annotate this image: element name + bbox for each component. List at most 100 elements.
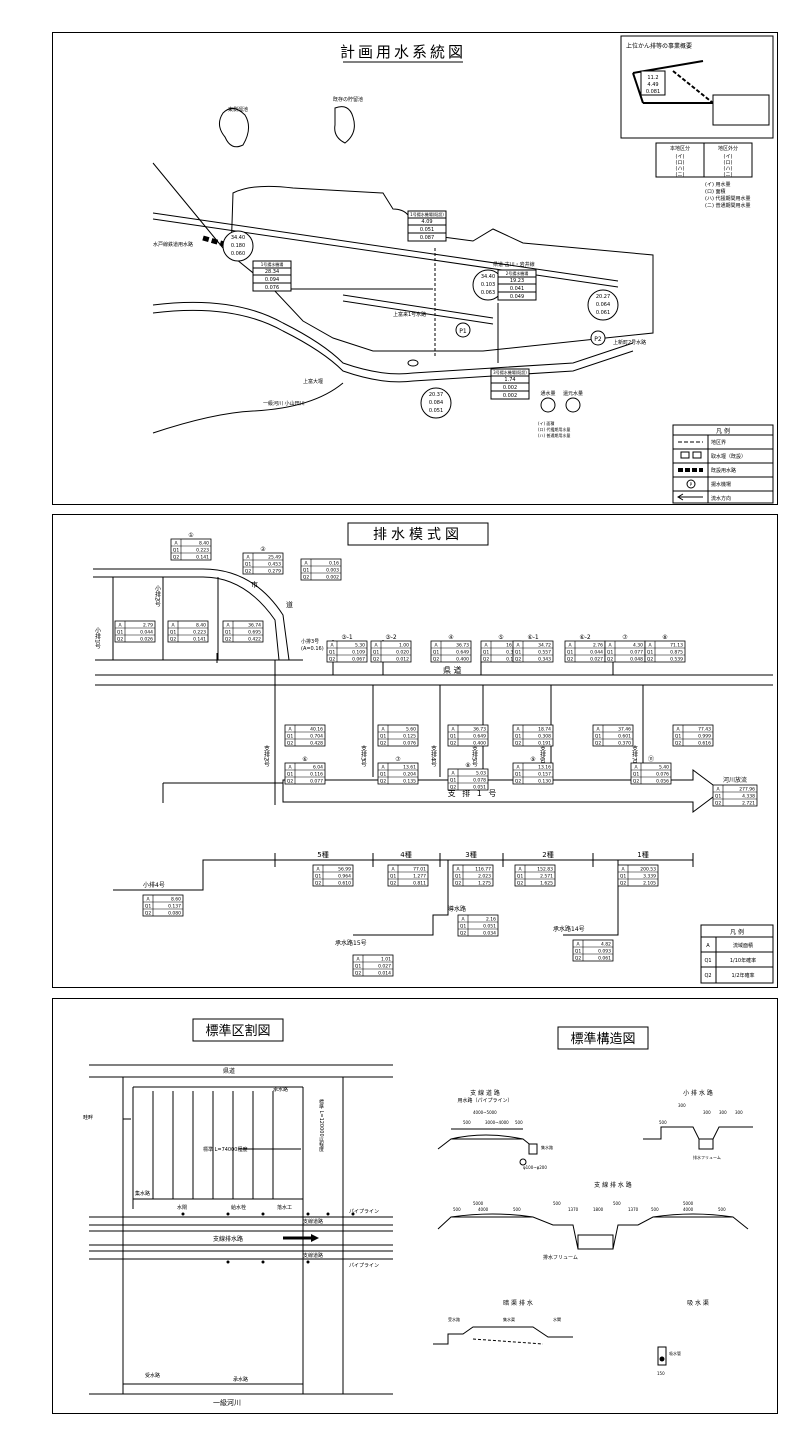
table-key: A — [146, 897, 150, 903]
table-value: 0.279 — [268, 569, 281, 575]
svg-text:5000: 5000 — [683, 1201, 694, 1206]
svg-text:0.002: 0.002 — [503, 385, 517, 391]
table-key: A — [374, 643, 378, 649]
table-key: A — [456, 867, 460, 873]
segment-3-label: 3種 — [465, 851, 476, 859]
table-value: 0.16 — [329, 561, 339, 567]
bund-label: 畦畔 — [83, 1114, 93, 1121]
table-key: Q1 — [675, 734, 682, 740]
table-value: 36.73 — [456, 643, 469, 649]
svg-text:P: P — [690, 482, 693, 487]
svg-text:(イ) 面積: (イ) 面積 — [538, 420, 554, 426]
table-key: Q1 — [287, 772, 294, 778]
table-value: 0.020 — [396, 650, 409, 656]
table-key: Q1 — [117, 630, 124, 636]
table-key: A — [516, 765, 520, 771]
supply-valve-label: 給水栓 — [231, 1204, 246, 1211]
prefectural-road-line — [152, 212, 619, 282]
pipeline-2-label: パイプライン — [349, 1263, 379, 1269]
table-value: 0.141 — [196, 555, 209, 561]
prefroad-label-3: 県道 — [223, 1067, 235, 1075]
svg-text:277.96: 277.96 — [739, 787, 755, 793]
table-key: Q1 — [145, 904, 152, 910]
svg-text:排水フリューム: 排水フリューム — [693, 1154, 721, 1160]
mid-table-label-10: ⑨ — [530, 756, 535, 763]
table-key: A — [330, 643, 334, 649]
table-key: Q2 — [245, 569, 252, 575]
svg-text:0.051: 0.051 — [420, 227, 434, 233]
svg-text:34.40: 34.40 — [231, 235, 245, 241]
table-key: A — [304, 561, 308, 567]
table-key: Q2 — [675, 741, 682, 747]
table-value: 0.061 — [598, 956, 611, 962]
top-table-label-9: ④ — [448, 634, 453, 641]
catch-bottom-label: 承水路 — [233, 1376, 248, 1383]
table-key: Q2 — [380, 779, 387, 785]
svg-text:地区外分: 地区外分 — [718, 145, 738, 152]
table-key: A — [451, 727, 455, 733]
table-key: Q2 — [225, 637, 232, 643]
table-value: 0.610 — [338, 881, 351, 887]
mid-table-label-11: ⑪ — [648, 755, 654, 763]
small-drain-3-label: 小排3号 — [301, 638, 319, 645]
table-value: 0.875 — [670, 650, 683, 656]
svg-text:1号揚水機場(既設): 1号揚水機場(既設) — [410, 211, 444, 217]
channel-1-label: 上富来1号水路 — [393, 311, 426, 318]
standard-section-diagram: 標準区割図 標準構造図 県道 承水路 畦畔 標準 L=74000程度 標準 L=… — [83, 1018, 753, 1407]
svg-text:A: A — [706, 943, 710, 949]
table-value: 5.30 — [355, 643, 365, 649]
svg-text:1370: 1370 — [568, 1207, 579, 1212]
table-value: 1.277 — [413, 874, 426, 880]
svg-text:4000: 4000 — [478, 1207, 489, 1212]
table-value: 0.422 — [248, 637, 261, 643]
svg-text:凡 例: 凡 例 — [716, 427, 730, 435]
table-value: 0.056 — [656, 779, 669, 785]
svg-text:20.27: 20.27 — [596, 294, 610, 300]
panel1-title: 計画用水系統図 — [340, 43, 466, 61]
table-value: 116.77 — [475, 867, 491, 873]
district-note-1: (イ) 用水量 — [705, 181, 731, 188]
table-value: 0.093 — [598, 949, 611, 955]
table-value: 0.048 — [630, 657, 643, 663]
svg-text:支 線 排 水 路: 支 線 排 水 路 — [594, 1181, 632, 1189]
table-value: 0.002 — [326, 575, 339, 581]
svg-text:0.061: 0.061 — [596, 310, 610, 316]
svg-text:0.049: 0.049 — [510, 294, 524, 300]
svg-text:Q1: Q1 — [704, 958, 711, 964]
panel2-title: 排水模式図 — [373, 527, 463, 543]
svg-text:0.041: 0.041 — [510, 286, 524, 292]
table-key: A — [288, 727, 292, 733]
table-value: 40.16 — [310, 727, 323, 733]
table-key: Q1 — [595, 734, 602, 740]
table-value: 0.557 — [538, 650, 551, 656]
table-value: 0.370 — [618, 741, 631, 747]
table-value: 25.49 — [268, 555, 281, 561]
circle-box-4: 20.37 0.084 0.051 — [420, 387, 452, 419]
small-drain-4-label: 小排4号 — [143, 881, 165, 889]
mid-table-label-7: ⑥ — [302, 756, 307, 763]
table-key: A — [246, 555, 250, 561]
section-subsurface-drain: 暗 渠 排 水 受水路 集水渠 水閘 — [433, 1299, 573, 1345]
svg-text:5000: 5000 — [473, 1201, 484, 1206]
table-key: Q1 — [460, 924, 467, 930]
drain-work-label: 落水工 — [277, 1204, 292, 1211]
table-value: 2.76 — [593, 643, 603, 649]
table-key: Q1 — [373, 650, 380, 656]
table-key: Q1 — [517, 874, 524, 880]
top-table-label-13: ⑦ — [622, 634, 628, 641]
table-key: Q1 — [433, 650, 440, 656]
table-value: 0.012 — [396, 657, 409, 663]
table-value: 0.453 — [268, 562, 281, 568]
river-line — [152, 301, 634, 375]
pipeline-label: パイプライン — [349, 1209, 379, 1215]
prefroad-label: 県道 古川・岩井線 — [493, 261, 535, 268]
